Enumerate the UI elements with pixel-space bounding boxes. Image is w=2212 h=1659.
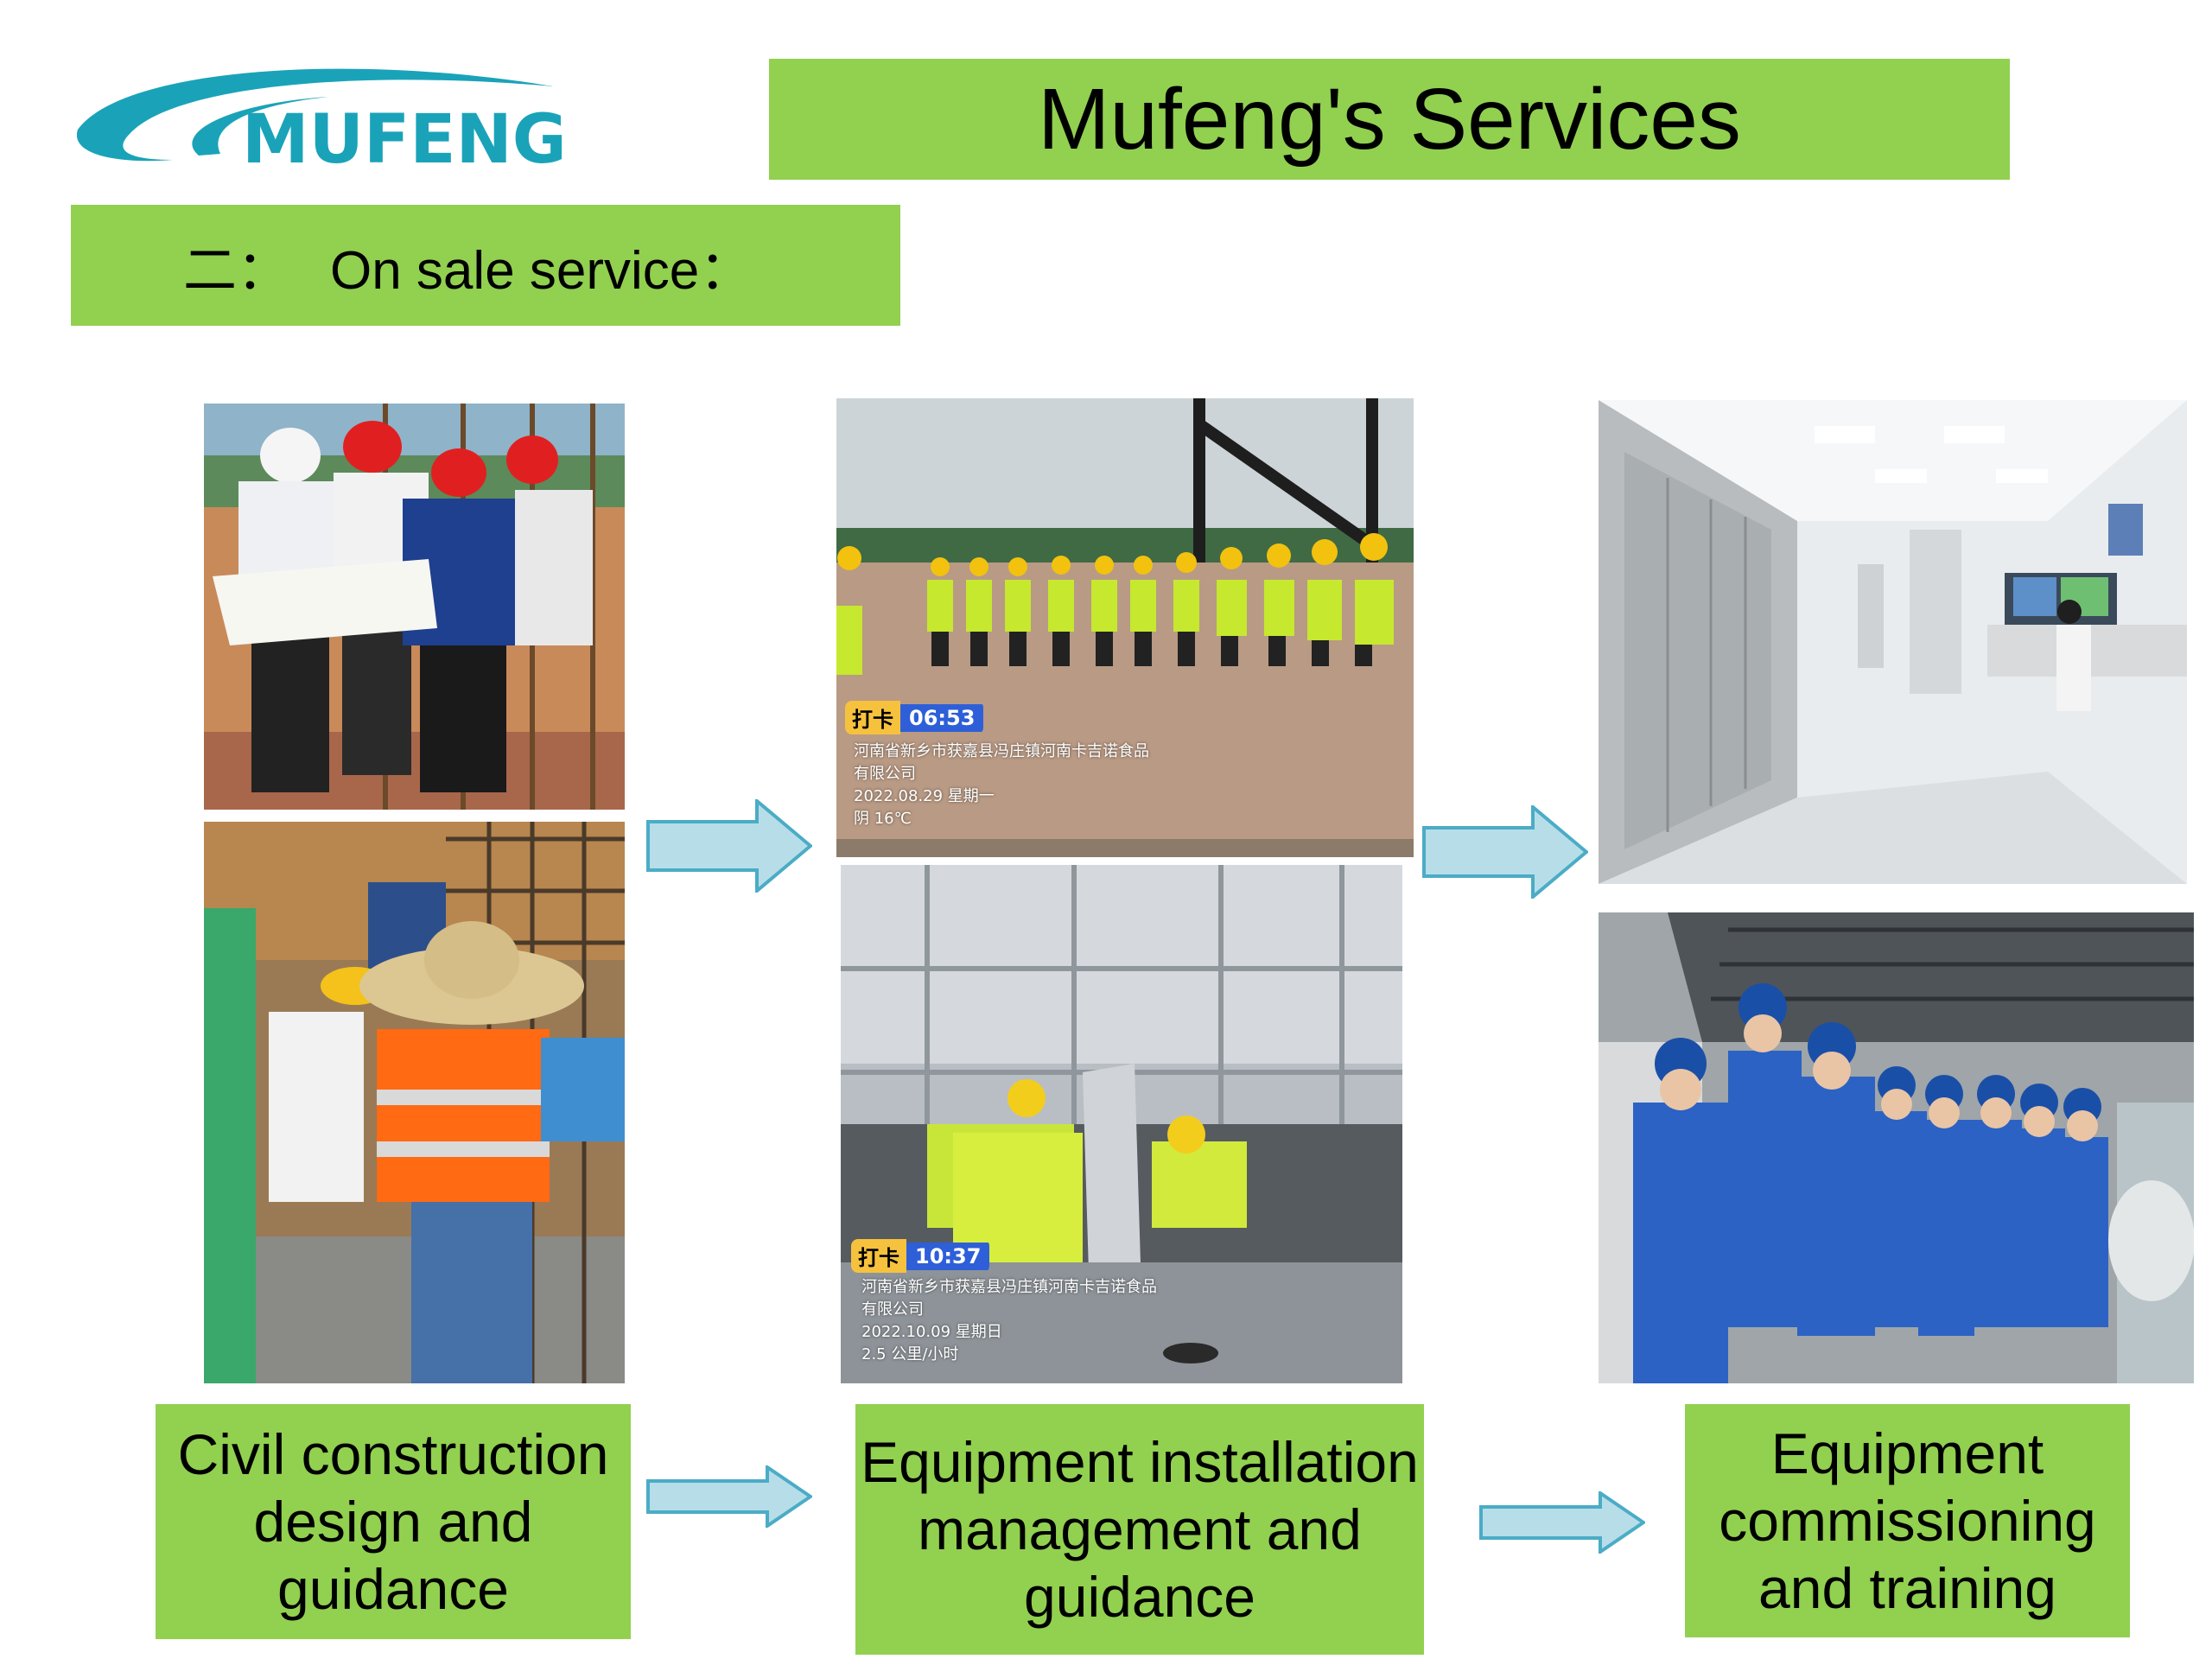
section-title: On sale service：	[330, 241, 753, 301]
watermark-speed: 2.5 公里/小时	[861, 1345, 959, 1363]
photo-training-team	[1599, 912, 2194, 1383]
watermark-date: 2022.08.29 星期一	[854, 787, 995, 805]
caption-equipment-commissioning: Equipment commissioning and training	[1685, 1404, 2130, 1637]
photo-equipment-installation: 打卡 10:37 河南省新乡市获嘉县冯庄镇河南卡吉诺食品 有限公司 2022.1…	[841, 865, 1402, 1383]
logo-text: MUFENG	[242, 101, 562, 179]
caption-install-text: Equipment installation management and gu…	[861, 1430, 1419, 1629]
photo-site-workers	[204, 822, 625, 1383]
watermark-location: 河南省新乡市获嘉县冯庄镇河南卡吉诺食品	[861, 1278, 1157, 1296]
subtitle-banner: 二： On sale service：	[71, 205, 900, 326]
watermark-weather: 阴 16℃	[854, 810, 912, 828]
photo-watermark: 河南省新乡市获嘉县冯庄镇河南卡吉诺食品 有限公司 2022.10.09 星期日 …	[861, 1276, 1157, 1366]
checkin-badge: 打卡 06:53	[845, 701, 984, 734]
caption-equipment-installation: Equipment installation management and gu…	[855, 1404, 1424, 1655]
page-title: Mufeng's Services	[1038, 70, 1741, 168]
mufeng-logo: MUFENG	[69, 52, 568, 181]
photo-team-at-site: 打卡 06:53 河南省新乡市获嘉县冯庄镇河南卡吉诺食品 有限公司 2022.0…	[836, 398, 1414, 857]
checkin-tag: 打卡	[845, 701, 900, 734]
caption-civil-text: Civil construction design and guidance	[177, 1422, 609, 1621]
watermark-location: 河南省新乡市获嘉县冯庄镇河南卡吉诺食品	[854, 742, 1149, 760]
arrow-right-icon	[1422, 805, 1588, 899]
checkin-tag: 打卡	[851, 1239, 906, 1273]
arrow-right-icon	[1479, 1491, 1645, 1554]
watermark-date: 2022.10.09 星期日	[861, 1323, 1002, 1341]
checkin-time: 10:37	[906, 1242, 990, 1270]
arrow-right-icon	[646, 799, 812, 893]
section-number: 二：	[183, 241, 291, 301]
checkin-badge: 打卡 10:37	[851, 1239, 990, 1273]
photo-control-room	[1599, 400, 2187, 884]
checkin-time: 06:53	[900, 703, 984, 732]
photo-watermark: 河南省新乡市获嘉县冯庄镇河南卡吉诺食品 有限公司 2022.08.29 星期一 …	[854, 741, 1149, 830]
arrow-right-icon	[646, 1465, 812, 1528]
title-banner: Mufeng's Services	[769, 59, 2010, 180]
photo-engineers-reviewing-plans	[204, 404, 625, 810]
watermark-location-2: 有限公司	[861, 1300, 924, 1319]
caption-commission-text: Equipment commissioning and training	[1719, 1421, 2096, 1620]
caption-civil-construction: Civil construction design and guidance	[156, 1404, 631, 1639]
watermark-location-2: 有限公司	[854, 765, 916, 783]
